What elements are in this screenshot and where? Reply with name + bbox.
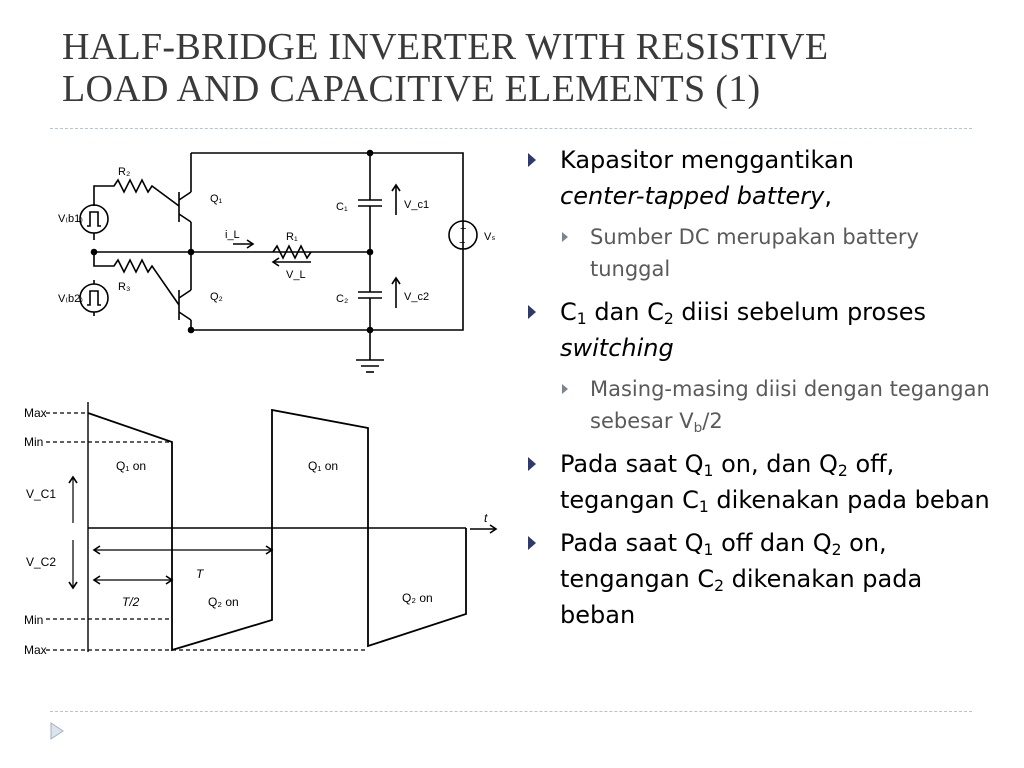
vs-label: Vₛ [484, 231, 495, 243]
footer-divider [50, 711, 972, 712]
q1-on-label-2: Q₁ on [308, 459, 338, 473]
q2-label: Q₂ [210, 291, 223, 303]
vl-label: V_L [286, 269, 306, 281]
min-top-label: Min [24, 435, 43, 449]
q1-on-label-1: Q₁ on [116, 459, 146, 473]
bullet-q1-on: Pada saat Q1 on, dan Q2 off, tegangan C1… [528, 446, 998, 518]
period-label: T [196, 567, 205, 581]
vc1-label: V_c1 [404, 199, 429, 211]
vs-plus: + [460, 223, 466, 235]
r3-label: R₃ [118, 281, 130, 293]
max-bottom-label: Max [24, 643, 47, 657]
q1-label: Q₁ [210, 193, 223, 205]
title-divider [50, 128, 972, 129]
bullet-capacitor: Kapasitor menggantikan center-tapped bat… [528, 142, 998, 214]
vc1-wave-label: V_C1 [26, 487, 56, 501]
q2-on-label-2: Q₂ on [402, 591, 433, 605]
bullet-list: Kapasitor menggantikan center-tapped bat… [528, 142, 998, 640]
bullet-dc-source: Sumber DC merupakan battery tunggal [528, 221, 998, 285]
bullet-q2-on: Pada saat Q1 off dan Q2 on, tengangan C2… [528, 525, 998, 633]
bullet-arrow-icon [528, 457, 536, 471]
vb1-label: V₍b1₎ [58, 213, 83, 225]
slide-title-line-2: LOAD AND CAPACITIVE ELEMENTS (1) [62, 68, 761, 110]
vb2-label: V₍b2₎ [58, 293, 83, 305]
slide-title-line-1: HALF-BRIDGE INVERTER WITH RESISTIVE [62, 26, 829, 68]
slide-title: HALF-BRIDGE INVERTER WITH RESISTIVE LOAD… [62, 26, 1002, 110]
vc2-label: V_c2 [404, 291, 429, 303]
voltage-waveform: Max Min V_C1 V_C2 Min Max Q₁ on Q₁ on Q₂… [24, 402, 498, 657]
min-bottom-label: Min [24, 613, 43, 627]
circuit-diagram: R₂ R₃ Q₁ Q₂ V₍b1₎ V₍b2₎ i_L R₁ V_L C₁ C₂… [58, 149, 495, 373]
sub-bullet-arrow-icon [562, 384, 568, 394]
vc2-wave-label: V_C2 [26, 555, 56, 569]
c2-label: C₂ [336, 293, 348, 305]
bullet-arrow-icon [528, 305, 536, 319]
q2-on-label-1: Q₂ on [208, 595, 239, 609]
half-period-label: T/2 [122, 595, 140, 609]
r2-label: R₂ [118, 166, 130, 178]
bullet-charging: C1 dan C2 diisi sebelum proses switching [528, 294, 998, 366]
t-axis-label: t [484, 511, 488, 525]
max-top-label: Max [24, 406, 47, 420]
vs-minus: − [459, 237, 465, 249]
sub-bullet-arrow-icon [562, 232, 568, 242]
r1-label: R₁ [286, 231, 298, 243]
bullet-voltage: Masing-masing diisi dengan tegangan sebe… [528, 373, 998, 437]
il-label: i_L [225, 229, 240, 241]
slide-nav-arrow-icon[interactable] [50, 722, 64, 740]
bullet-arrow-icon [528, 153, 536, 167]
c1-label: C₁ [336, 201, 348, 213]
figure: R₂ R₃ Q₁ Q₂ V₍b1₎ V₍b2₎ i_L R₁ V_L C₁ C₂… [24, 149, 498, 657]
bullet-arrow-icon [528, 536, 536, 550]
